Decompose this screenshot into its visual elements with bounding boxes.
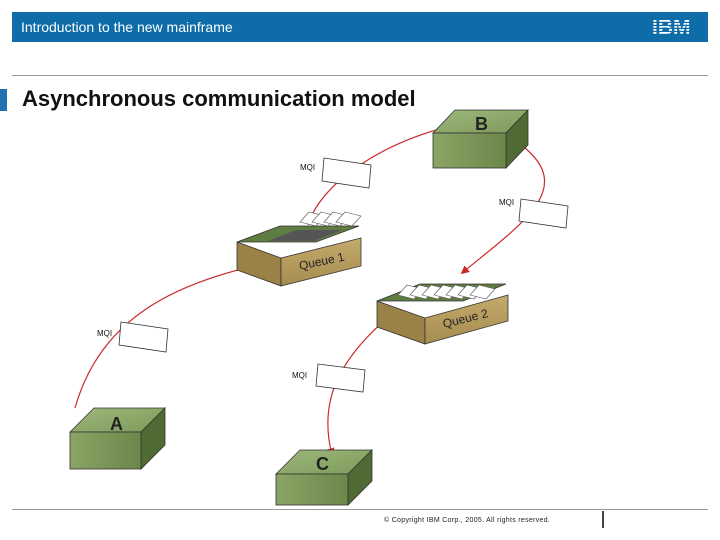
program-box-c: C: [275, 449, 373, 506]
queue-1-messages: [299, 211, 362, 227]
program-box-a: A: [69, 407, 166, 470]
footer-page-marker: [602, 511, 604, 528]
program-label-c: C: [316, 454, 329, 474]
mqi-label-1: MQI: [300, 163, 315, 172]
mqi-label-3: MQI: [97, 329, 112, 338]
queue-2-messages: [397, 284, 496, 300]
mqi-message-3: MQI: [97, 321, 169, 353]
program-label-b: B: [475, 114, 488, 134]
mqi-message-1: MQI: [300, 157, 372, 189]
svg-text:IBM: IBM: [652, 17, 691, 37]
slide-title: Asynchronous communication model: [22, 86, 416, 111]
arrow-a-to-queue1: [74, 261, 264, 409]
copyright-notice: © Copyright IBM Corp., 2005. All rights …: [384, 517, 551, 524]
queue-2-tray: Queue 2: [376, 283, 509, 345]
title-accent-bar: [0, 89, 7, 111]
header-divider: [12, 75, 708, 76]
mqi-label-4: MQI: [292, 371, 307, 380]
mqi-message-4: MQI: [292, 363, 366, 393]
footer-divider: [12, 509, 708, 510]
header-title: Introduction to the new mainframe: [21, 19, 233, 35]
queue-1-tray: Queue 1: [236, 211, 362, 287]
mqi-message-2: MQI: [499, 198, 569, 229]
header-bar: Introduction to the new mainframe IBM: [12, 12, 708, 42]
program-label-a: A: [110, 414, 123, 434]
program-box-b: B: [432, 109, 529, 169]
ibm-logo: IBM: [652, 17, 691, 37]
mqi-label-2: MQI: [499, 198, 514, 207]
